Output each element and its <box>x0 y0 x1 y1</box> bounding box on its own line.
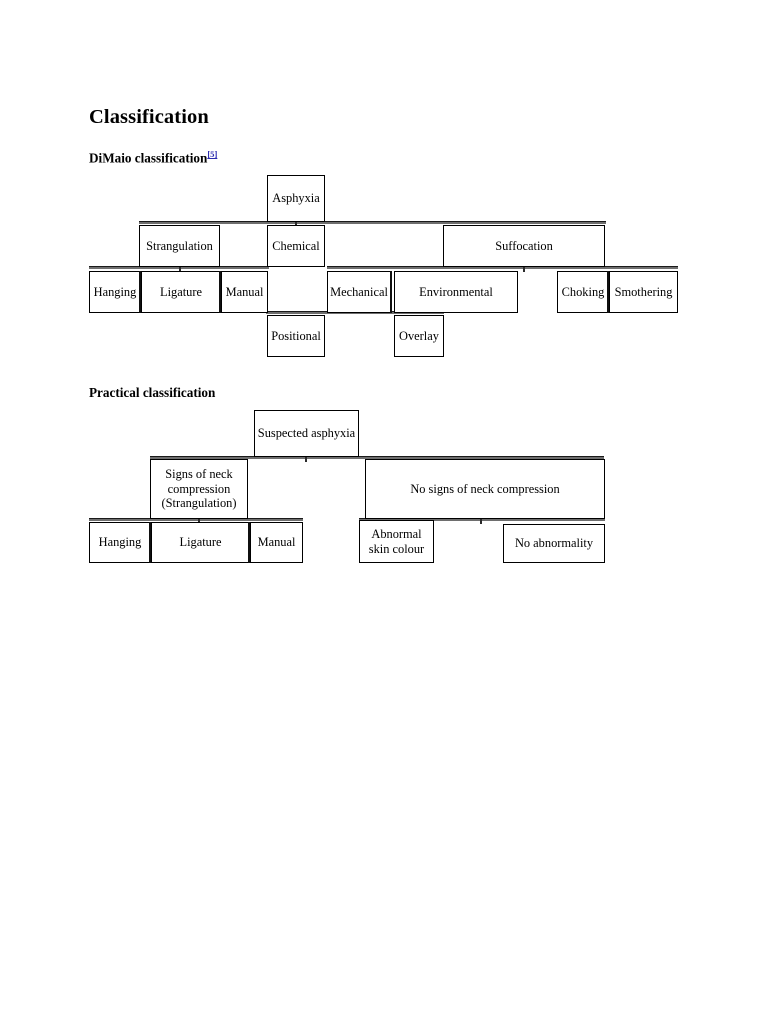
section-heading-practical: Practical classification <box>89 384 216 401</box>
node-suffocation-label: Suffocation <box>495 238 553 253</box>
node-choking[interactable]: Choking <box>557 271 609 313</box>
node-smothering[interactable]: Smothering <box>609 271 678 313</box>
node-smothering-label: Smothering <box>614 284 673 299</box>
reference-link-5[interactable]: [5] <box>207 148 218 159</box>
node-practical-hanging-label: Hanging <box>98 535 142 550</box>
node-practical-manual[interactable]: Manual <box>250 522 303 563</box>
connector-dimaio-suffocation-stem <box>523 266 525 272</box>
connector-practical-nosigns-stem <box>480 516 482 524</box>
node-signs-of-neck-compression-label: Signs of neck compression (Strangulation… <box>161 467 237 511</box>
section-heading-dimaio-label: DiMaio classification <box>89 150 208 166</box>
node-practical-ligature[interactable]: Ligature <box>151 522 250 563</box>
node-ligature[interactable]: Ligature <box>141 271 221 313</box>
node-mechanical-right-edge <box>390 271 392 313</box>
node-abnormal-skin-colour-label: Abnormal skin colour <box>368 526 425 556</box>
section-heading-dimaio: DiMaio classification[5] <box>89 148 218 166</box>
node-hanging-label: Hanging <box>93 284 137 299</box>
node-hanging-right-edge <box>139 271 141 313</box>
node-signs-of-neck-compression[interactable]: Signs of neck compression (Strangulation… <box>150 459 248 519</box>
connector-practical-root-stem <box>305 456 307 462</box>
node-positional[interactable]: Positional <box>267 315 325 357</box>
node-no-abnormality[interactable]: No abnormality <box>503 524 605 563</box>
node-choking-right-edge <box>607 271 609 313</box>
connector-dimaio-root-stem <box>295 221 297 227</box>
node-hanging[interactable]: Hanging <box>89 271 141 313</box>
node-no-signs-of-neck-compression[interactable]: No signs of neck compression <box>365 459 605 519</box>
node-no-signs-of-neck-compression-label: No signs of neck compression <box>410 481 560 496</box>
node-practical-hanging-right-edge <box>149 522 151 563</box>
node-choking-label: Choking <box>561 284 605 299</box>
section-heading-practical-label: Practical classification <box>89 384 216 400</box>
node-asphyxia-label: Asphyxia <box>272 191 320 206</box>
page-title: Classification <box>89 105 209 128</box>
connector-practical-level1 <box>150 456 604 459</box>
node-no-abnormality-label: No abnormality <box>514 536 594 551</box>
node-suspected-asphyxia[interactable]: Suspected asphyxia <box>254 410 359 457</box>
connector-practical-signs-stem <box>198 516 200 524</box>
node-manual-label: Manual <box>225 284 264 299</box>
node-practical-hanging[interactable]: Hanging <box>89 522 151 563</box>
node-practical-ligature-right-edge <box>248 522 250 563</box>
node-strangulation-label: Strangulation <box>146 238 213 253</box>
node-asphyxia[interactable]: Asphyxia <box>267 175 325 222</box>
node-practical-ligature-label: Ligature <box>179 535 222 550</box>
node-ligature-right-edge <box>219 271 221 313</box>
node-positional-label: Positional <box>271 328 321 343</box>
node-overlay-label: Overlay <box>399 328 439 343</box>
node-chemical[interactable]: Chemical <box>267 225 325 267</box>
connector-dimaio-strangulation-stem <box>179 266 181 272</box>
node-abnormal-skin-colour[interactable]: Abnormal skin colour <box>359 520 434 563</box>
node-practical-manual-label: Manual <box>257 535 296 550</box>
node-chemical-label: Chemical <box>272 238 320 253</box>
node-suspected-asphyxia-label: Suspected asphyxia <box>257 426 356 441</box>
node-environmental-label: Environmental <box>419 284 493 299</box>
connector-dimaio-level1 <box>139 221 606 224</box>
node-suffocation[interactable]: Suffocation <box>443 225 605 267</box>
node-environmental[interactable]: Environmental <box>394 271 518 313</box>
node-manual[interactable]: Manual <box>221 271 268 313</box>
node-mechanical[interactable]: Mechanical <box>327 271 391 313</box>
node-mechanical-label: Mechanical <box>330 284 388 299</box>
node-overlay[interactable]: Overlay <box>394 315 444 357</box>
node-strangulation[interactable]: Strangulation <box>139 225 220 267</box>
node-ligature-label: Ligature <box>160 284 202 299</box>
